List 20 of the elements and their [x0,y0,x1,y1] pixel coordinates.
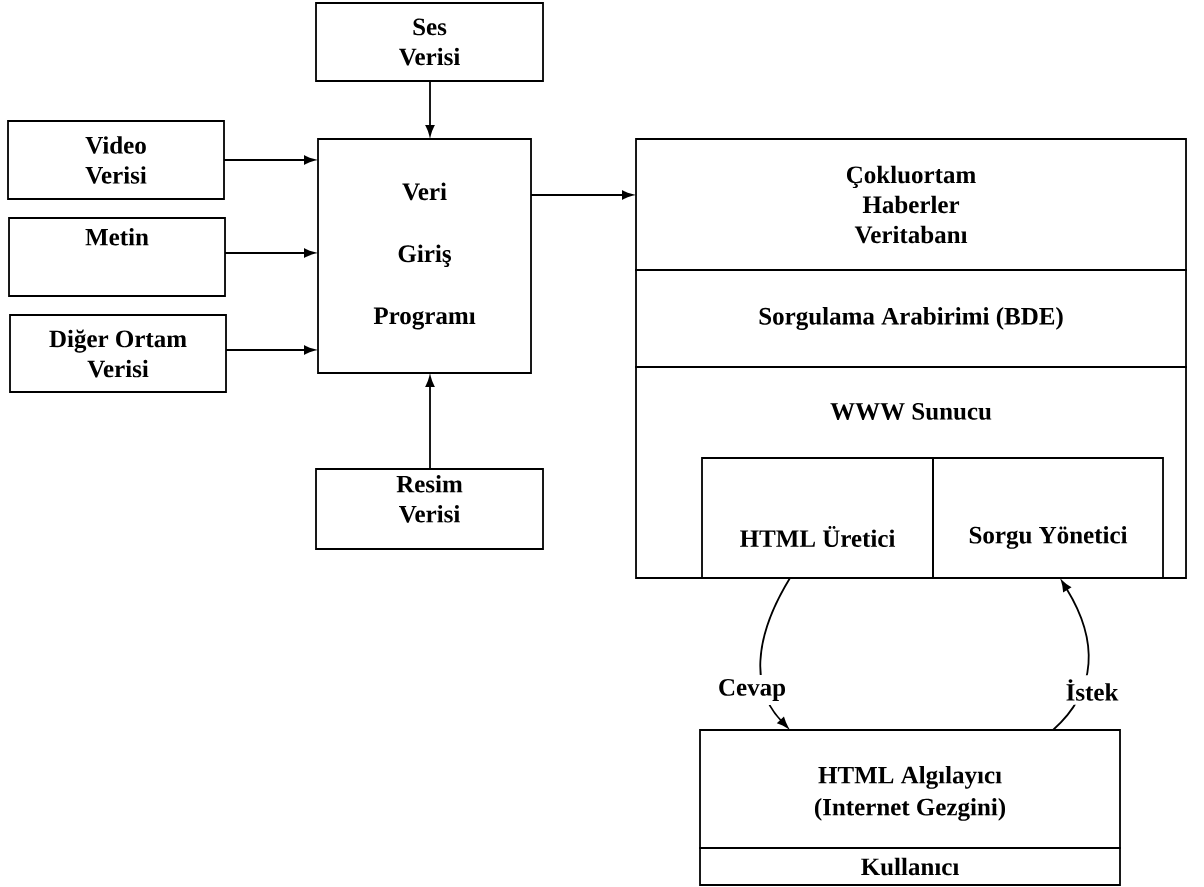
arrow [223,155,315,165]
layer-band: Kullanıcı [699,847,1121,886]
layer-band: HTML Algılayıcı (Internet Gezgini) [699,729,1121,849]
module-box: HTML Üretici [701,457,934,579]
arrow [225,345,315,355]
data-box: Metin [8,217,226,297]
edge-label: Cevap [714,675,791,705]
arrow [224,248,315,258]
arrow [530,190,633,200]
data-box: Video Verisi [7,120,225,200]
arrow [425,80,435,136]
layer-band: Sorgulama Arabirimi (BDE) [635,269,1187,368]
edge-label: İstek [1061,675,1123,705]
data-box: Ses Verisi [315,2,544,82]
process-box: Veri Giriş Programı [317,138,532,374]
layer-band: Çokluortam Haberler Veritabanı [635,138,1187,271]
module-box: Sorgu Yönetici [932,457,1164,579]
data-box: Resim Verisi [315,468,544,550]
arrow [425,376,435,470]
data-box: Diğer Ortam Verisi [9,314,227,393]
